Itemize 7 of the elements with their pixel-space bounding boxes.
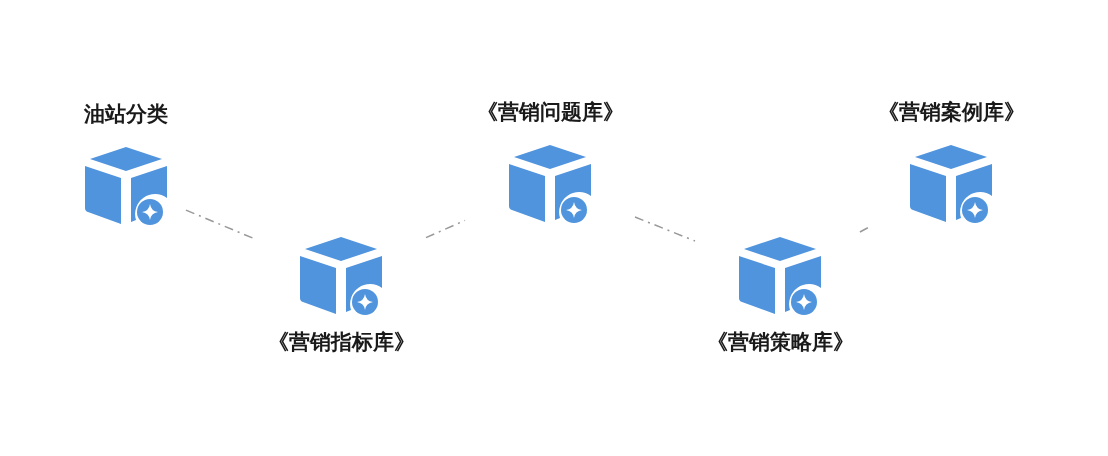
- node-label: 《营销指标库》: [267, 329, 415, 356]
- node-label: 油站分类: [84, 101, 168, 128]
- connector-line: [425, 219, 466, 239]
- node-label: 《营销问题库》: [476, 99, 624, 126]
- node-label: 《营销案例库》: [877, 99, 1025, 126]
- node-label: 《营销策略库》: [706, 329, 854, 356]
- connector-line: [634, 216, 696, 242]
